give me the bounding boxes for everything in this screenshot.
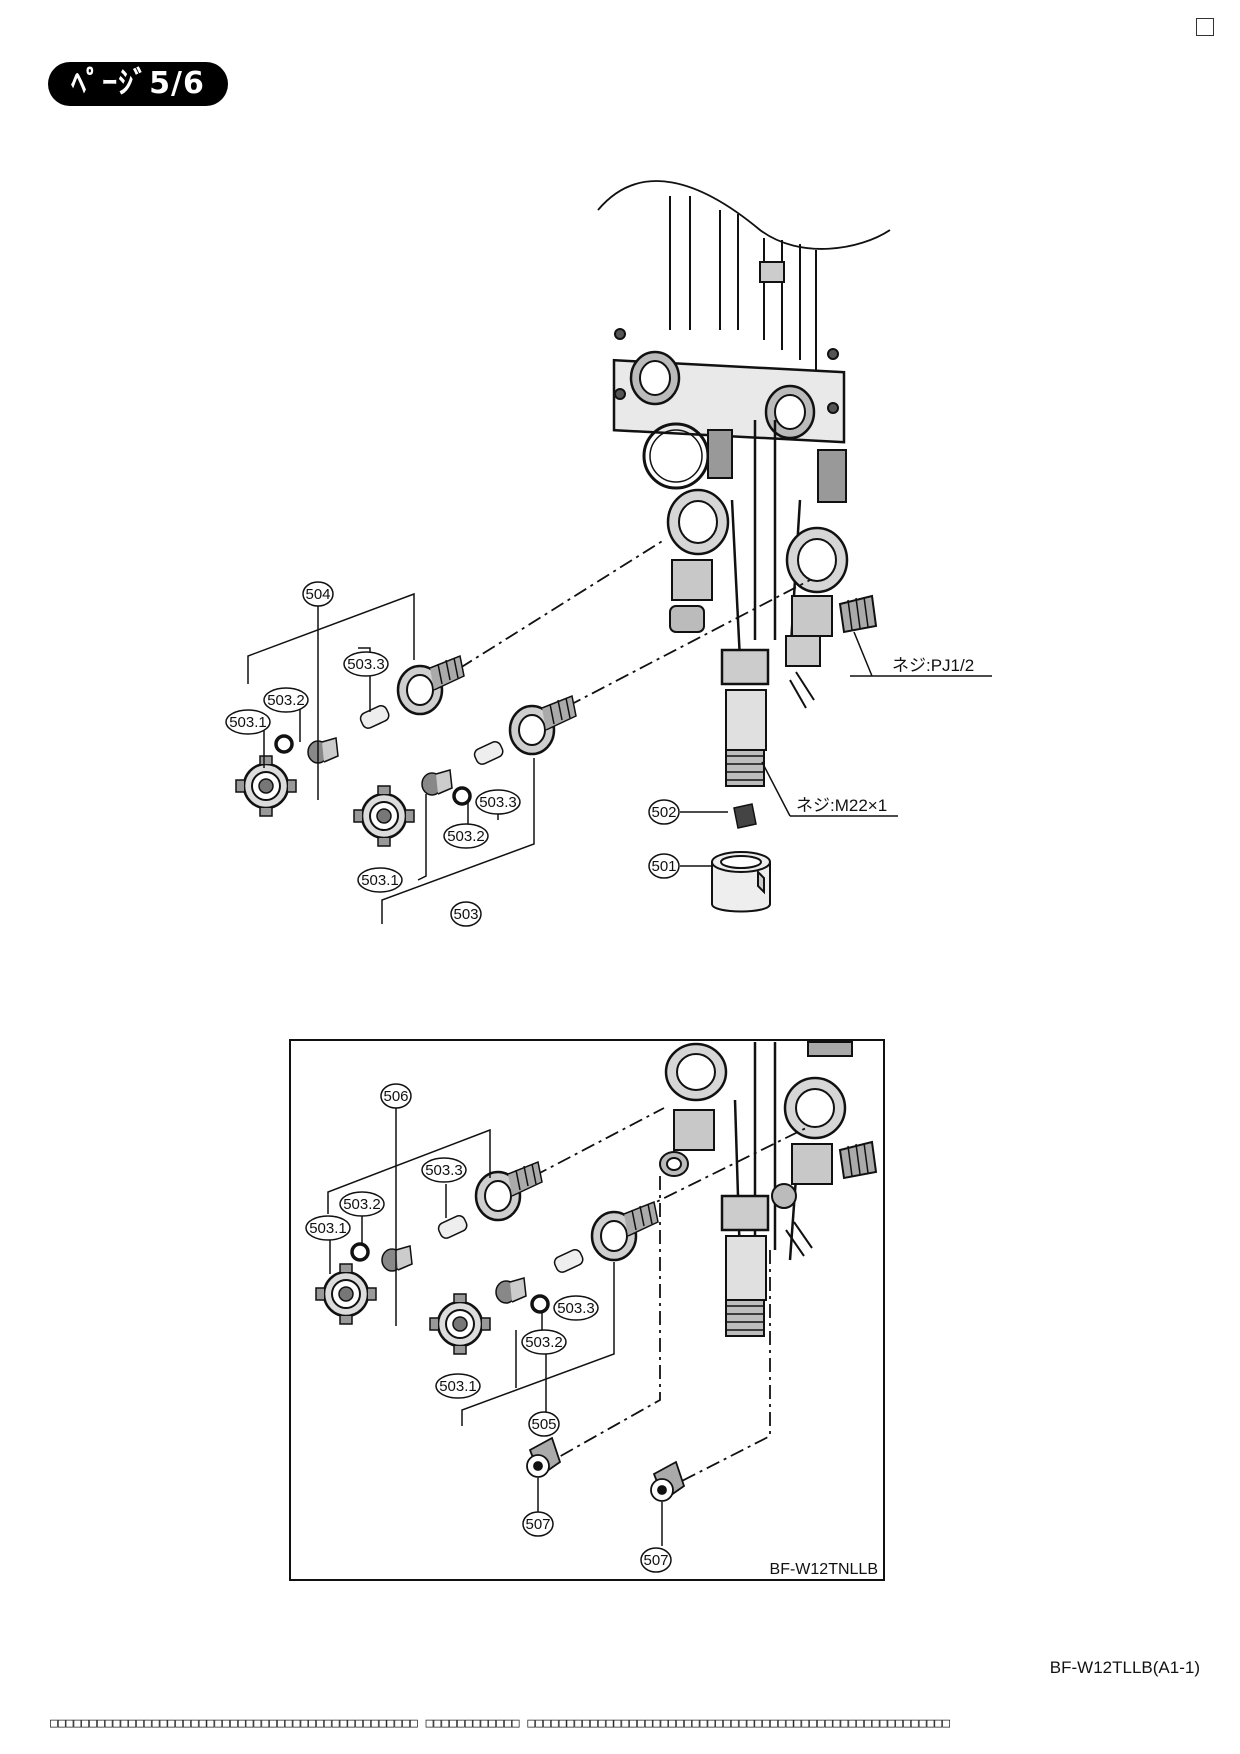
callout-507-b: 507 — [640, 1547, 672, 1573]
svg-text:507: 507 — [643, 1552, 668, 1569]
callout-503-1-c: 503.1 — [305, 1215, 351, 1241]
document-code: BF-W12TLLB(A1-1) — [1049, 1658, 1200, 1677]
callout-503-3-c: 503.3 — [421, 1157, 467, 1183]
svg-text:503.1: 503.1 — [229, 714, 267, 731]
svg-text:505: 505 — [531, 1416, 556, 1433]
footer-strip: □□□□□□□□□□□□□□□□□□□□□□□□□□□□□□□□□□□□□□□□… — [50, 1716, 951, 1731]
thread-note-m22: ネジ:M22×1 — [796, 796, 887, 815]
svg-text:503.2: 503.2 — [525, 1334, 563, 1351]
svg-text:503: 503 — [453, 906, 478, 923]
callout-503-3-a: 503.3 — [343, 651, 389, 677]
svg-text:504: 504 — [305, 586, 330, 603]
thread-note-pj: ネジ:PJ1/2 — [892, 656, 974, 675]
dash-dot-lines-inset — [533, 1107, 807, 1485]
callout-503: 503 — [450, 901, 482, 927]
svg-text:503.3: 503.3 — [479, 794, 517, 811]
svg-text:503.1: 503.1 — [361, 872, 399, 889]
callout-503-2-d: 503.2 — [521, 1329, 567, 1355]
inset-frame — [289, 1039, 885, 1581]
callout-506: 506 — [380, 1083, 412, 1109]
exploded-parts-top — [234, 654, 771, 913]
callout-502: 502 — [648, 799, 680, 825]
svg-text:503.1: 503.1 — [309, 1220, 347, 1237]
callout-503-1-d: 503.1 — [435, 1373, 481, 1399]
svg-text:502: 502 — [651, 804, 676, 821]
corner-checkbox — [1196, 18, 1214, 36]
svg-text:503.2: 503.2 — [267, 692, 305, 709]
page-badge: ﾍﾟｰｼﾞ5/6 — [48, 62, 228, 106]
callout-503-1-b: 503.1 — [357, 867, 403, 893]
svg-text:503.3: 503.3 — [557, 1300, 595, 1317]
callout-507-a: 507 — [522, 1511, 554, 1537]
exploded-parts-inset — [314, 1160, 686, 1502]
svg-text:506: 506 — [383, 1088, 408, 1105]
callout-503-2-b: 503.2 — [443, 823, 489, 849]
callout-501: 501 — [648, 853, 680, 879]
inset-assembly — [659, 1041, 878, 1337]
svg-text:503.3: 503.3 — [347, 656, 385, 673]
dash-dot-lines-top — [459, 539, 811, 707]
svg-text:507: 507 — [525, 1516, 550, 1533]
svg-text:503.2: 503.2 — [343, 1196, 381, 1213]
svg-text:503.3: 503.3 — [425, 1162, 463, 1179]
callout-504: 504 — [302, 581, 334, 607]
callout-503-3-d: 503.3 — [553, 1295, 599, 1321]
callout-503-2-a: 503.2 — [263, 687, 309, 713]
callouts-inset: 506 503.3 503.2 503.1 503.3 503.2 503.1 … — [305, 1083, 878, 1578]
main-assembly — [597, 180, 891, 787]
leader-lines-inset — [327, 1108, 663, 1546]
svg-text:501: 501 — [651, 858, 676, 875]
callouts-top: 504 503.3 503.2 503.1 503.3 503.2 503.1 … — [225, 581, 974, 927]
callout-503-1-a: 503.1 — [225, 709, 271, 735]
callout-503-3-b: 503.3 — [475, 789, 521, 815]
svg-text:503.1: 503.1 — [439, 1378, 477, 1395]
svg-text:503.2: 503.2 — [447, 828, 485, 845]
inset-model-label: BF-W12TNLLB — [770, 1561, 878, 1578]
callout-503-2-c: 503.2 — [339, 1191, 385, 1217]
callout-505: 505 — [528, 1411, 560, 1437]
